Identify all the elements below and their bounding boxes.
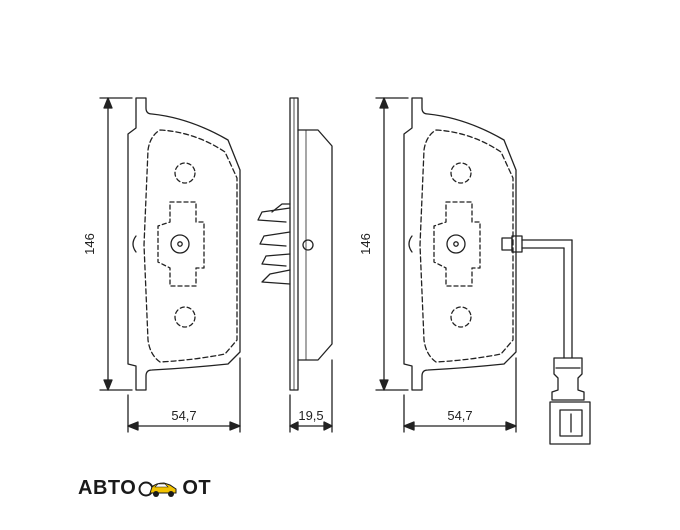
right-pad-front-view — [403, 97, 517, 391]
car-icon — [138, 481, 177, 497]
logo-text-start: ABTO — [78, 477, 137, 499]
left-height-dimension — [99, 97, 133, 391]
right-height-dimension — [375, 97, 409, 391]
side-view — [257, 97, 333, 391]
left-width-label: 54,7 — [171, 408, 196, 423]
left-height-label: 146 — [82, 233, 97, 255]
left-width-dimension — [127, 357, 241, 433]
right-height-label: 146 — [358, 233, 373, 255]
wear-sensor-wire — [501, 235, 591, 445]
right-width-dimension — [403, 357, 517, 433]
watermark-logo: ABTO OT — [78, 477, 211, 500]
side-thickness-dimension — [289, 359, 333, 433]
left-pad-front-view — [127, 97, 241, 391]
logo-text-end: OT — [182, 477, 212, 499]
right-width-label: 54,7 — [447, 408, 472, 423]
side-thickness-label: 19,5 — [298, 408, 323, 423]
